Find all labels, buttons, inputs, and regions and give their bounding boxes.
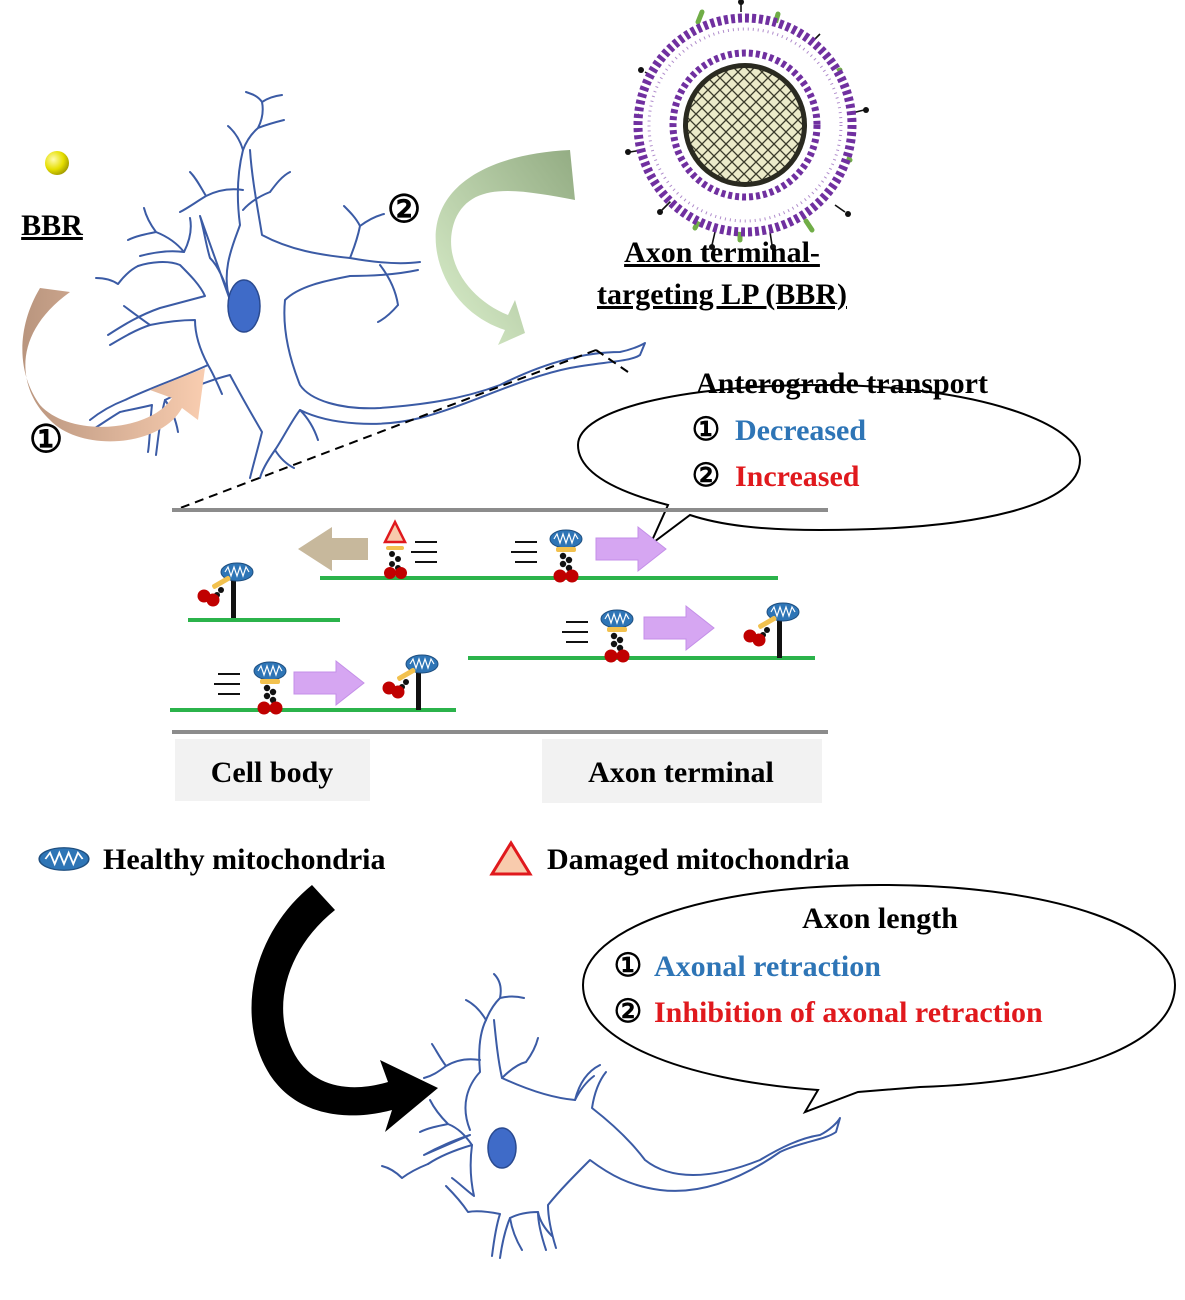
bubble-transport-item1: Decreased xyxy=(735,414,866,447)
speed-lines xyxy=(510,541,538,563)
damaged-cargo xyxy=(382,519,408,579)
healthy-cargo xyxy=(254,662,286,715)
lp-label-line1: Axon terminal- xyxy=(624,236,820,269)
bubble-length-item1: Axonal retraction xyxy=(654,950,881,983)
cell-body-box xyxy=(175,739,370,801)
bubble-transport-item2: Increased xyxy=(735,460,860,493)
axon-terminal-label: Axon terminal xyxy=(588,756,774,789)
bbr-label: BBR xyxy=(21,209,83,242)
cell-body-label: Cell body xyxy=(211,756,334,789)
legend-healthy-label: Healthy mitochondria xyxy=(103,843,386,876)
step1-number: ① xyxy=(29,419,63,461)
bubble-transport-num2: ② xyxy=(692,457,721,493)
healthy-cargo xyxy=(601,610,633,663)
speed-lines xyxy=(410,541,438,563)
zoom-line-left xyxy=(174,349,597,511)
arrow-step1 xyxy=(22,288,205,442)
bubble-length-title: Axon length xyxy=(802,902,958,935)
black-curved-arrow xyxy=(251,885,438,1132)
docked-mitochondria xyxy=(383,655,439,710)
legend-damaged-label: Damaged mitochondria xyxy=(547,843,850,876)
bubble-length-num1: ① xyxy=(614,947,643,983)
step2-number: ② xyxy=(387,189,421,231)
neuron-icon xyxy=(89,91,646,479)
bubble-transport xyxy=(576,383,1082,546)
liposome-icon xyxy=(625,0,869,250)
healthy-mitochondria-icon xyxy=(38,846,90,872)
anterograde-arrow xyxy=(643,605,715,651)
bubble-transport-title: Anterograde transport xyxy=(696,367,988,400)
docked-mitochondria xyxy=(744,603,800,658)
bubble-length xyxy=(581,883,1177,1114)
neuron-icon xyxy=(381,973,841,1259)
healthy-cargo xyxy=(550,530,582,583)
speed-lines xyxy=(213,673,241,695)
retrograde-arrow xyxy=(298,527,368,571)
axon-panel xyxy=(170,508,828,734)
nucleus-icon xyxy=(227,279,261,333)
docked-mitochondria xyxy=(198,563,254,618)
axon-terminal-box xyxy=(542,739,822,803)
bbr-particle-icon xyxy=(45,151,69,175)
arrow-step2 xyxy=(435,150,575,345)
bubble-length-item2: Inhibition of axonal retraction xyxy=(654,996,1043,1029)
zoom-line-right xyxy=(595,349,629,373)
speed-lines xyxy=(561,621,589,643)
bubble-transport-num1: ① xyxy=(692,411,721,447)
lp-label-line2: targeting LP (BBR) xyxy=(597,278,847,311)
nucleus-icon xyxy=(487,1127,517,1169)
bubble-length-num2: ② xyxy=(614,993,643,1029)
anterograde-arrow xyxy=(293,660,365,706)
damaged-mitochondria-icon xyxy=(489,840,533,876)
